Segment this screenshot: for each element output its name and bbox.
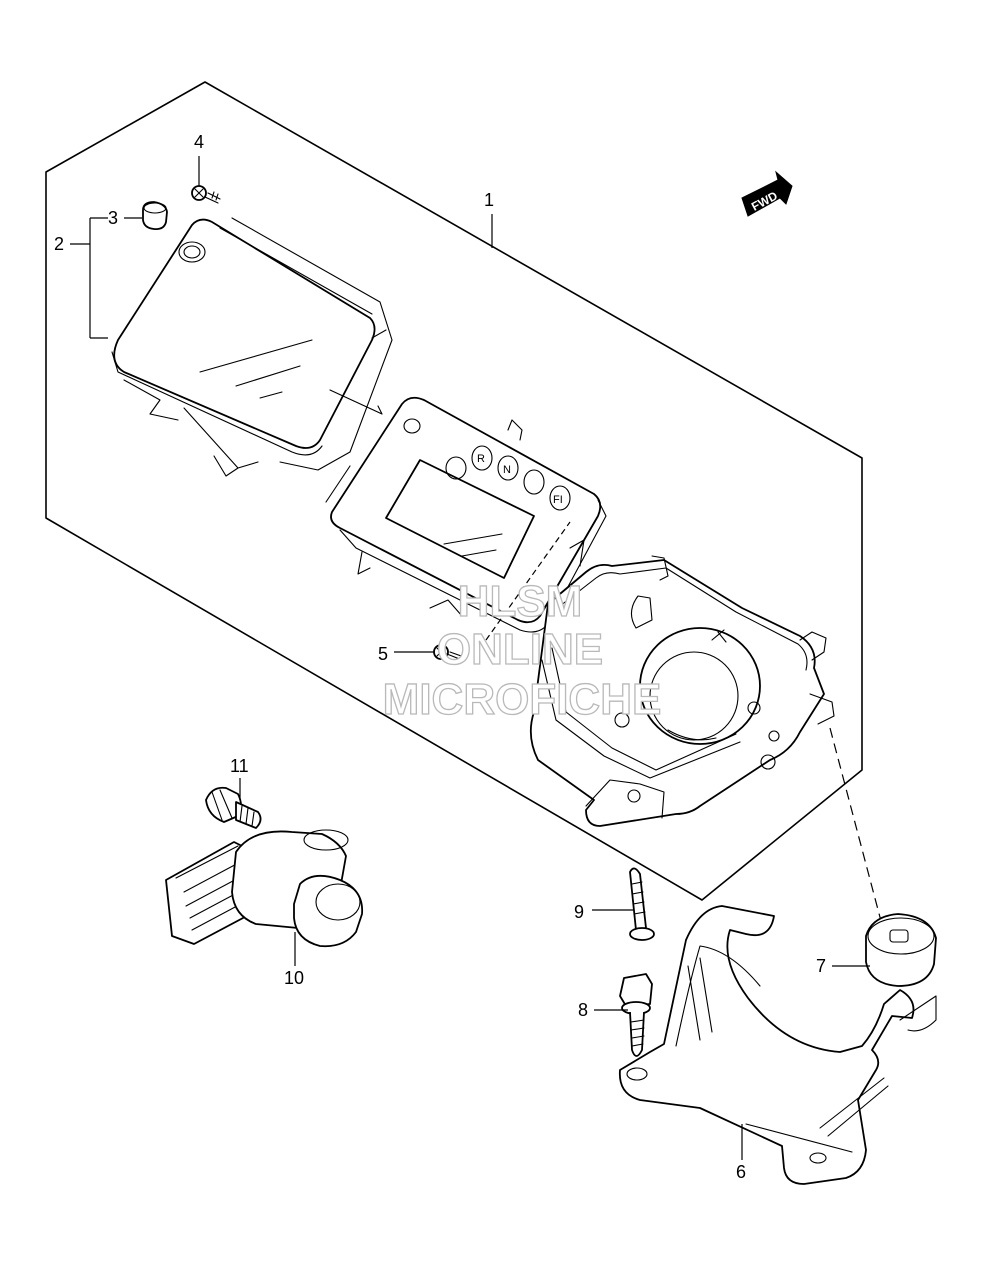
fwd-arrow-icon: FWD [741,170,793,217]
callout-7-label: 7 [816,956,826,976]
callout-10-label: 10 [284,968,304,988]
callout-1: 1 [484,190,494,248]
flange-bolt [619,973,653,1057]
callout-11: 11 [230,756,249,800]
meter-cover [111,217,393,477]
grommet [865,913,937,987]
callout-5: 5 [378,644,434,664]
bolt [205,786,262,829]
callout-10: 10 [284,932,304,988]
plug [142,201,168,231]
callout-7: 7 [816,956,870,976]
watermark-line-1: HLSM [458,577,583,626]
callout-2-label: 2 [54,234,64,254]
watermark-line-3: MICROFICHE [383,675,662,724]
tapping-screw [629,867,655,941]
callout-11-label: 11 [230,756,249,776]
callout-3: 3 [108,208,142,228]
assembly-boundary [45,81,863,901]
screw-5 [433,644,465,661]
callout-8: 8 [578,1000,628,1020]
screw-5-dashed-line [485,521,571,641]
meter-case [529,555,835,827]
speed-sensor [165,829,363,948]
callout-6: 6 [736,1124,746,1182]
callout-4-label: 4 [194,132,204,152]
indicator-r: R [477,453,485,465]
screw-4 [191,185,221,204]
grommet-dashed-line [829,727,887,941]
display-panel: R N FI [325,396,607,633]
indicator-n: N [503,464,511,476]
callout-6-label: 6 [736,1162,746,1182]
mounting-bracket [618,905,937,1185]
callout-5-label: 5 [378,644,388,664]
callout-4: 4 [194,132,204,186]
callout-3-label: 3 [108,208,118,228]
callout-2: 2 [54,217,108,339]
callout-8-label: 8 [578,1000,588,1020]
watermark-line-2: ONLINE [437,625,603,674]
callout-9: 9 [574,902,634,922]
watermark: HLSM ONLINE MICROFICHE [382,576,662,724]
indicator-fi: FI [553,494,563,506]
callout-1-label: 1 [484,190,494,210]
callout-9-label: 9 [574,902,584,922]
